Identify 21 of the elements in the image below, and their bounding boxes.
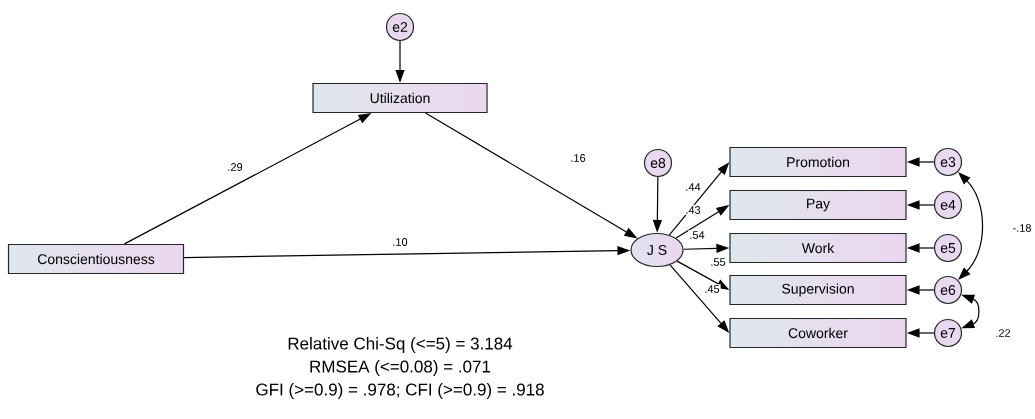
edge-label: .55 [709,257,727,267]
variable-box: Work [729,232,907,264]
edge-label: -.18 [1011,223,1033,233]
edge-label: .54 [688,230,706,240]
variable-box: Utilization [312,82,488,114]
edge-label: .10 [391,237,409,247]
variable-box: Pay [729,189,907,221]
variable-box: Coworker [729,317,907,349]
fit-statistic: RMSEA (<=0.08) = .071 [310,360,491,376]
arrow [958,172,984,280]
variable-box: Conscientiousness [7,243,185,275]
edge-label: .16 [569,153,587,163]
fit-statistic: Relative Chi-Sq (<=5) = 3.184 [288,337,513,353]
edge-label: .43 [684,205,702,215]
fit-statistic: GFI (>=0.9) = .978; CFI (>=0.9) = .918 [256,383,544,399]
edge-label: .45 [703,284,721,294]
edge-label: .22 [994,328,1012,338]
variable-box: Promotion [729,146,907,178]
variable-box: Supervision [729,274,907,306]
edge-label: .44 [684,182,702,192]
edge-label: .29 [226,162,244,172]
